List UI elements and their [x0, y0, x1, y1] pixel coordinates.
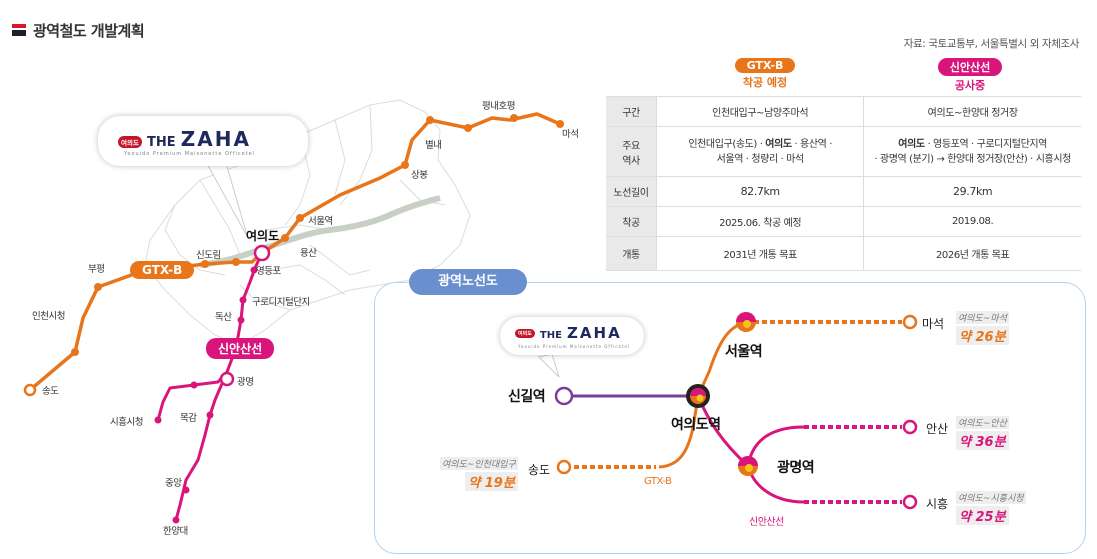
- station-sindorim: 신도림: [196, 250, 221, 261]
- logo-subtitle: Yeouido Premium Maisonette Officetel: [124, 151, 256, 157]
- station-siheung-city: 시흥시청: [110, 417, 143, 428]
- station-hanyang: 한양대: [163, 526, 188, 537]
- page-title: 광역철도 개발계획: [33, 21, 145, 40]
- station-maseok: 마석: [562, 129, 579, 140]
- gtx-b-badge: GTX-B: [130, 261, 195, 279]
- row-label: 개통: [606, 236, 658, 271]
- station-incheon-city: 인천시청: [32, 311, 65, 322]
- station-yeouido: 여의도: [246, 229, 280, 243]
- transfer-gwangmyeong-icon: [738, 456, 758, 476]
- panel-diagram: [538, 312, 918, 510]
- logo-bubble: 여의도 THE ZAHA Yeouido Premium Maisonette …: [98, 116, 308, 166]
- table-row-open: 개통 2031년 개통 목표 2026년 개통 목표: [606, 236, 1081, 271]
- row-label: 노선길이: [606, 176, 658, 207]
- panel-station-siheung: 시흥: [926, 497, 949, 511]
- logo-tag: 여의도: [118, 135, 142, 148]
- station-yongsan: 용산: [300, 248, 317, 259]
- logo-the: THE: [147, 135, 176, 150]
- cell-gtx: 82.7km: [656, 176, 865, 207]
- cell-sinansan: 2026년 개통 목표: [863, 236, 1081, 271]
- gtx-status: 착공 예정: [742, 76, 788, 89]
- sinansan-pill: 신안산선: [937, 58, 1003, 76]
- station-seoul: 서울역: [308, 216, 333, 227]
- cell-gtx: 2031년 개통 목표: [656, 236, 865, 271]
- river: [199, 195, 441, 268]
- panel-station-maseok: 마석: [922, 317, 945, 331]
- panel-station-seoul: 서울역: [725, 344, 763, 360]
- panel-logo-bubble: 여의도 THE ZAHA Yeouido Premium Maisonette …: [500, 317, 644, 355]
- table-row-length: 노선길이 82.7km 29.7km: [606, 176, 1081, 207]
- station-doksan: 독산: [215, 312, 232, 323]
- logo-name: ZAHA: [180, 127, 251, 151]
- sinansan-column-head: 신안산선 공사중: [895, 58, 1045, 96]
- sinansan-line: [156, 252, 264, 521]
- station-yeongdeungpo: 영등포: [256, 266, 281, 277]
- source-note: 자료: 국토교통부, 서울특별시 외 자체조사: [903, 38, 1080, 50]
- flag-icon: [12, 24, 26, 36]
- transfer-yeouido-icon: [686, 384, 710, 408]
- gtx-pill: GTX-B: [734, 58, 796, 73]
- station-songdo: 송도: [42, 386, 59, 397]
- cell-sinansan: 여의도~한양대 정거장: [863, 96, 1081, 127]
- panel-sinansan-label: 신안산선: [749, 517, 784, 528]
- zaha-logo: 여의도 THE ZAHA: [118, 127, 251, 151]
- cell-gtx: 2025.06. 착공 예정: [656, 206, 865, 237]
- station-gwangmyeong: 광명: [237, 377, 254, 388]
- cell-sinansan: 2019.08.: [863, 206, 1081, 237]
- travel-time-maseok: 여의도~마석 약 26분: [956, 306, 1009, 345]
- station-sangbong: 상봉: [411, 170, 428, 181]
- travel-time-siheung: 여의도~시흥시청 약 25분: [956, 486, 1026, 525]
- station-jungang: 중앙: [165, 478, 182, 489]
- panel-zaha-logo: 여의도 THE ZAHA: [515, 323, 622, 342]
- cell-sinansan: 여의도 · 영등포역 · 구로디지털단지역· 광명역 (분기) → 한양대 정거…: [863, 126, 1081, 177]
- row-label: 구간: [606, 96, 658, 127]
- transfer-seoul-icon: [736, 312, 756, 332]
- row-label: 착공: [606, 206, 658, 237]
- panel-gtx-label: GTX-B: [644, 476, 672, 487]
- cell-gtx: 인천대입구(송도) · 여의도 · 용산역 ·서울역 · 청량리 · 마석: [656, 126, 865, 177]
- panel-station-gwangmyeong: 광명역: [777, 460, 815, 476]
- travel-time-songdo: 여의도~인천대입구 약 19분: [440, 452, 518, 491]
- travel-time-ansan: 여의도~안산 약 36분: [956, 411, 1009, 450]
- panel-title: 광역노선도: [409, 269, 527, 295]
- sinansan-status: 공사중: [954, 79, 986, 92]
- page-title-bar: 광역철도 개발계획: [12, 20, 145, 40]
- panel-station-sinkil: 신길역: [508, 389, 546, 405]
- station-bupyeong: 부평: [88, 264, 105, 275]
- station-guro: 구로디지털단지: [252, 297, 310, 308]
- station-pyeongnae: 평내호평: [482, 101, 515, 112]
- table-row-start: 착공 2025.06. 착공 예정 2019.08.: [606, 206, 1081, 237]
- sinansan-badge: 신안산선: [206, 338, 275, 359]
- table-row-segment: 구간 인천대입구~남양주마석 여의도~한양대 정거장: [606, 96, 1081, 127]
- panel-station-songdo: 송도: [528, 463, 551, 477]
- station-mokgam: 목감: [180, 413, 197, 424]
- cell-sinansan: 29.7km: [863, 176, 1081, 207]
- cell-gtx: 인천대입구~남양주마석: [656, 96, 865, 127]
- station-byeollae: 별내: [425, 140, 442, 151]
- gtx-column-head: GTX-B 착공 예정: [690, 58, 840, 93]
- panel-station-ansan: 안산: [926, 422, 949, 436]
- panel-station-yeouido: 여의도역: [671, 417, 721, 433]
